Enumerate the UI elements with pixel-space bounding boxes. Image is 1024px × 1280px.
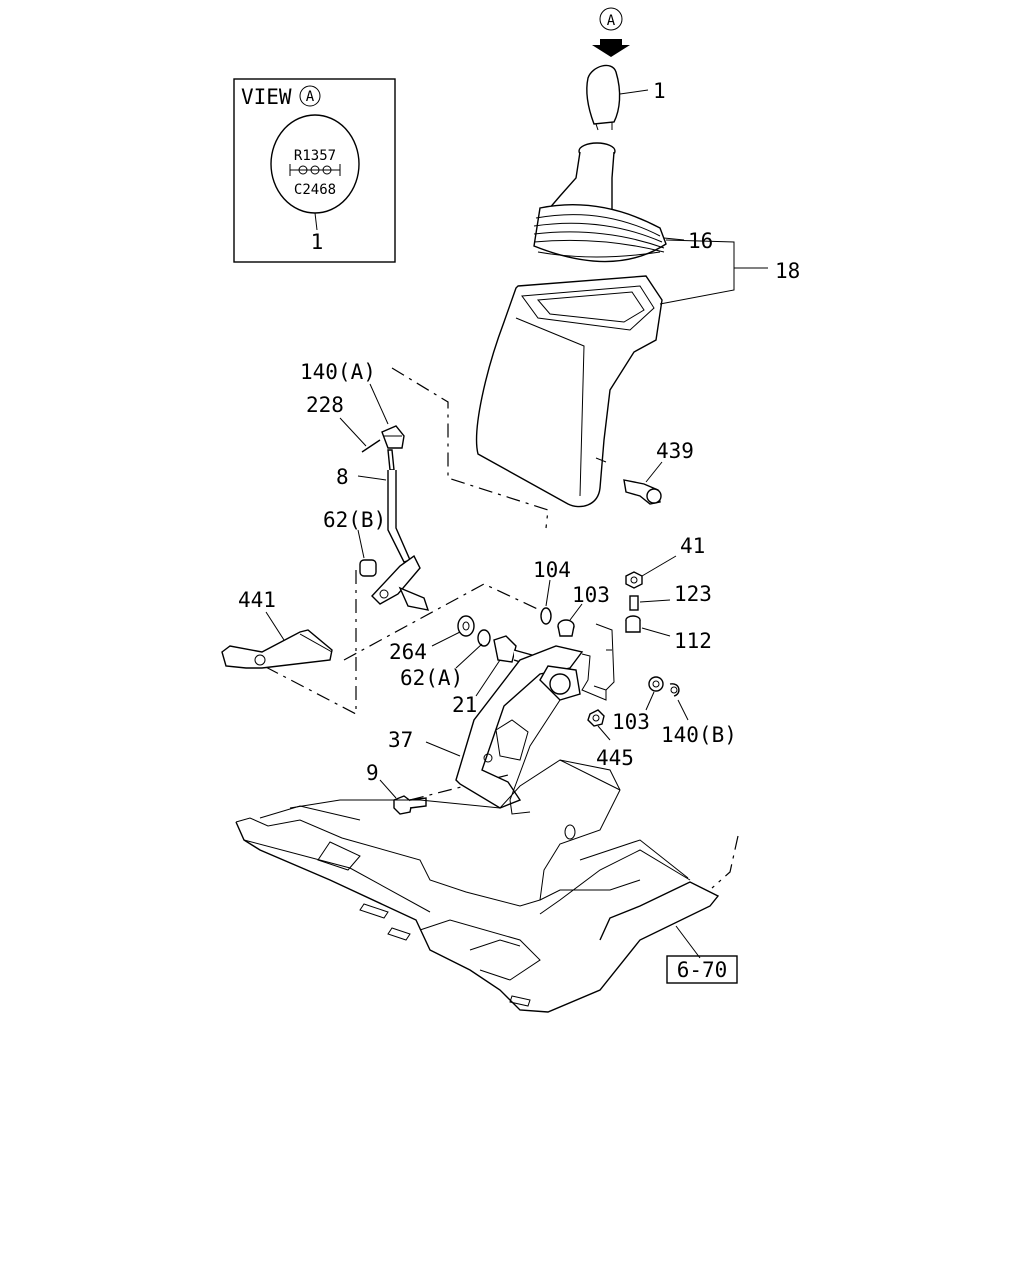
pin-228-leader [339, 417, 367, 447]
alignment-line-pivot [343, 583, 545, 661]
view-part-leader [314, 212, 318, 231]
rod-8-callout: 8 [336, 465, 349, 489]
floor-panel [235, 759, 720, 1013]
view-a-inset: VIEW A R1357 C2468 1 [233, 78, 396, 263]
screw-439-callout: 439 [656, 439, 694, 463]
alignment-line-cover [391, 367, 549, 529]
view-a-title-marker-circle [299, 85, 321, 107]
reference-leader [675, 925, 701, 959]
knob-top-outline [270, 114, 360, 214]
shift-boot [533, 142, 667, 263]
bush-103-top [557, 619, 575, 637]
reference-callout: 6-70 [677, 958, 728, 982]
nut-41-callout: 41 [680, 534, 705, 558]
clip-140a [381, 425, 405, 449]
lever-441-leader [265, 611, 285, 641]
bolt-9 [393, 795, 427, 815]
view-direction-indicator: A [592, 7, 630, 57]
clip-140a-callout: 140(A) [300, 360, 376, 384]
reference-box[interactable] [666, 955, 738, 984]
knob-leader [619, 89, 649, 95]
bracket-37 [455, 623, 615, 815]
screw-439 [623, 479, 662, 505]
knob-callout: 1 [653, 79, 666, 103]
nut-41 [625, 571, 643, 589]
shift-pattern-top: R1357 [294, 148, 336, 164]
shaft-21-callout: 21 [452, 693, 477, 717]
rod-lever-plate [371, 554, 430, 611]
view-arrow-icon [592, 39, 630, 57]
shaft-21-leader [475, 659, 501, 697]
bracket-37-leader [425, 741, 461, 757]
collar-123 [629, 595, 639, 611]
bolt-9-callout: 9 [366, 761, 379, 785]
bolt-9-leader [379, 779, 397, 799]
console-cover [475, 275, 663, 508]
screw-439-leader [645, 461, 663, 483]
bushing-62a-callout: 62(A) [400, 666, 463, 690]
cover-assy-callout: 18 [775, 259, 800, 283]
bush-103-bottom-leader [645, 691, 655, 711]
nut-445 [587, 709, 605, 727]
collar-123-callout: 123 [674, 582, 712, 606]
view-direction-marker-circle [599, 7, 623, 31]
washer-104-callout: 104 [533, 558, 571, 582]
bush-103-top-leader [569, 603, 583, 621]
bush-112 [625, 615, 641, 633]
view-direction-marker: A [607, 13, 616, 29]
clip-140b [669, 683, 680, 697]
shift-pattern-bottom: C2468 [294, 182, 336, 198]
bush-112-leader [641, 627, 671, 637]
lever-441 [221, 629, 333, 669]
clip-140a-leader [369, 383, 389, 425]
collar-123-leader [639, 599, 671, 603]
pin-228 [361, 439, 381, 453]
bushing-62b [359, 559, 377, 577]
pin-228-callout: 228 [306, 393, 344, 417]
alignment-line-lever [259, 570, 357, 715]
bushing-62a-leader [455, 643, 483, 669]
clip-140b-leader [677, 699, 689, 721]
nut-41-leader [641, 555, 677, 577]
bracket-37-callout: 37 [388, 728, 413, 752]
bushing-62b-callout: 62(B) [323, 508, 386, 532]
clip-140b-callout: 140(B) [661, 723, 737, 747]
washer-104 [540, 607, 552, 625]
view-a-title-marker: A [306, 89, 315, 105]
bush-103-bottom [648, 676, 664, 692]
bush-112-callout: 112 [674, 629, 712, 653]
lever-441-callout: 441 [238, 588, 276, 612]
cover-assy-bracket [659, 239, 735, 305]
washer-264-leader [431, 631, 461, 647]
washer-264 [457, 615, 475, 637]
bushing-62b-leader [357, 529, 365, 559]
nut-445-leader [597, 725, 611, 741]
view-a-title: VIEW [241, 85, 292, 109]
bush-103-bottom-callout: 103 [612, 710, 650, 734]
washer-264-hole [462, 621, 470, 631]
bush-103-top-callout: 103 [572, 583, 610, 607]
washer-104-leader [545, 579, 551, 607]
view-part-number: 1 [311, 230, 324, 254]
rod-8-leader [357, 475, 387, 481]
shift-knob [586, 64, 621, 131]
rod-8 [387, 449, 411, 563]
alignment-line-floor [711, 835, 739, 889]
nut-445-callout: 445 [596, 746, 634, 770]
shift-pattern-gate-icon [289, 164, 341, 176]
view-a-frame [233, 78, 396, 263]
boot-leader [663, 237, 685, 241]
bushing-62a [477, 629, 491, 647]
washer-264-callout: 264 [389, 640, 427, 664]
